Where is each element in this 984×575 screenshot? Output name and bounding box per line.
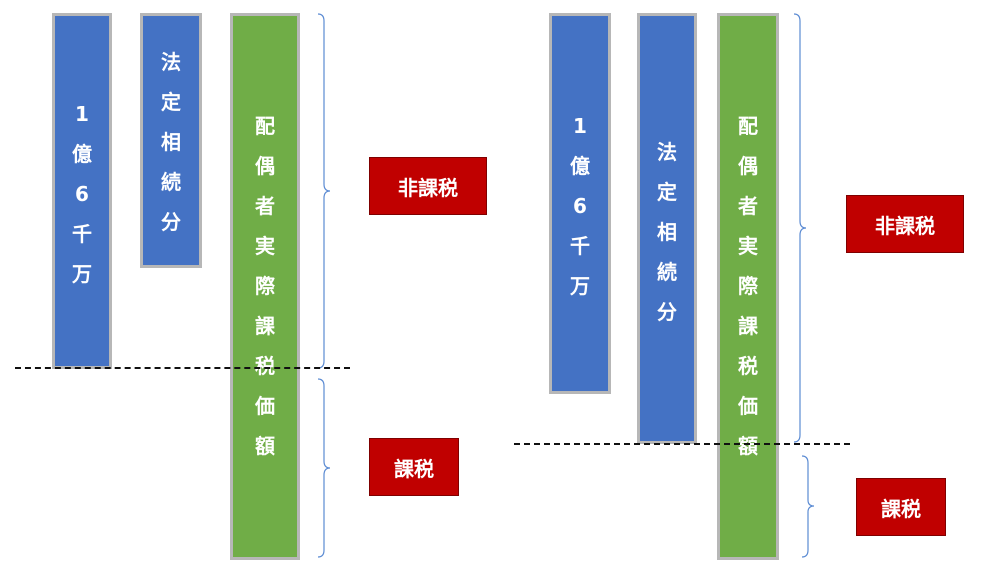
left-threshold-line bbox=[15, 367, 350, 369]
right-spouse-value-label: 配 偶 者 実 際 課 税 価 額 bbox=[738, 114, 758, 458]
left-spouse-value-label: 配 偶 者 実 際 課 税 価 額 bbox=[255, 114, 275, 458]
left-taxable-brace bbox=[317, 378, 331, 558]
left-nontaxable-label: 非課税 bbox=[369, 157, 487, 215]
right-taxable-label: 課税 bbox=[856, 478, 946, 536]
right-nontaxable-label: 非課税 bbox=[846, 195, 964, 253]
left-total-estate-bar: 1 億 6 千 万 bbox=[52, 13, 112, 369]
left-spouse-value-bar: 配 偶 者 実 際 課 税 価 額 bbox=[230, 13, 300, 560]
left-total-estate-label: 1 億 6 千 万 bbox=[72, 102, 92, 286]
right-legal-share-label: 法 定 相 続 分 bbox=[657, 140, 677, 324]
right-nontaxable-brace bbox=[793, 13, 807, 443]
right-total-estate-label: 1 億 6 千 万 bbox=[570, 114, 590, 298]
left-legal-share-bar: 法 定 相 続 分 bbox=[140, 13, 202, 268]
right-total-estate-bar: 1 億 6 千 万 bbox=[549, 13, 611, 394]
right-taxable-brace bbox=[801, 455, 815, 558]
right-threshold-line bbox=[514, 443, 850, 445]
left-nontaxable-brace bbox=[317, 13, 331, 369]
right-spouse-value-bar: 配 偶 者 実 際 課 税 価 額 bbox=[717, 13, 779, 560]
left-legal-share-label: 法 定 相 続 分 bbox=[161, 50, 181, 234]
right-legal-share-bar: 法 定 相 続 分 bbox=[637, 13, 697, 444]
left-taxable-label: 課税 bbox=[369, 438, 459, 496]
